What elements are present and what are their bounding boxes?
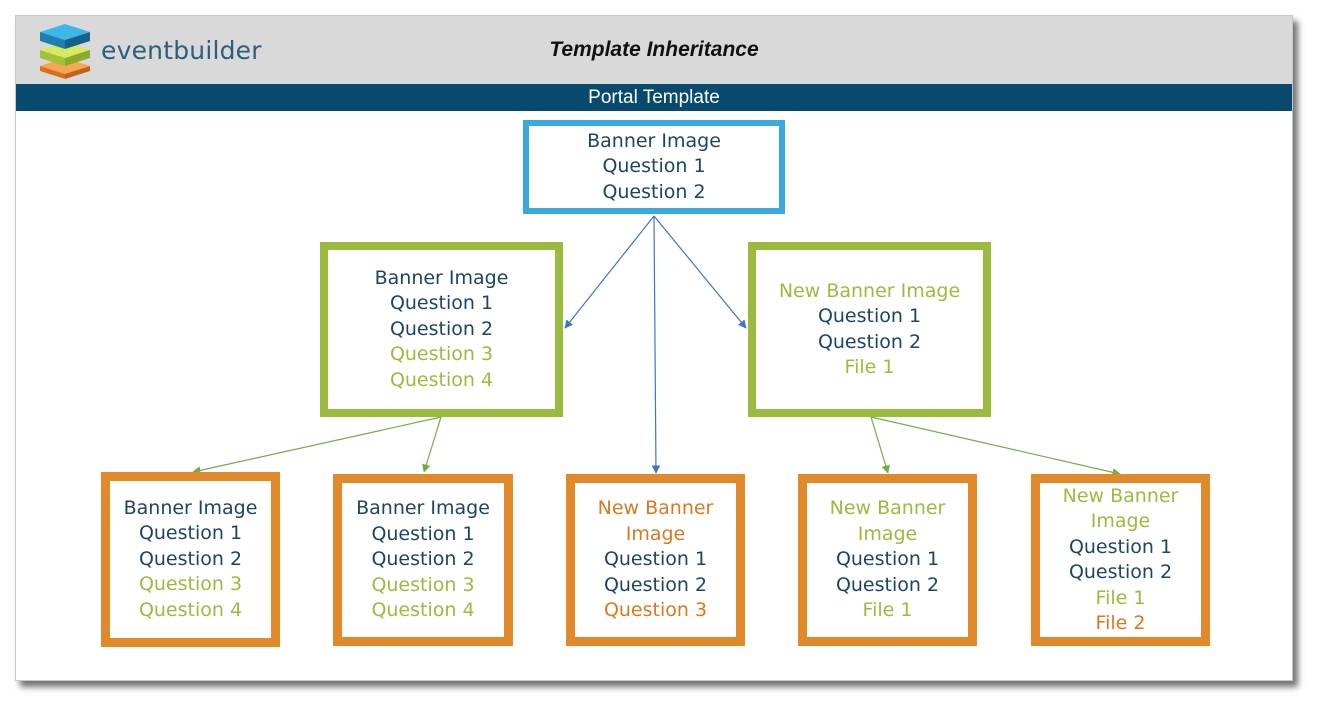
node-mid-right-template: New Banner Image Question 1 Question 2 F… — [748, 242, 991, 417]
node-line: Question 4 — [389, 368, 494, 391]
node-bottom-1-template: Banner Image Question 1 Question 2 Quest… — [101, 472, 280, 647]
node-bottom-2-template: Banner Image Question 1 Question 2 Quest… — [333, 474, 513, 646]
arrow-mid-right-to-bottom-4 — [870, 416, 890, 474]
node-line: Question 2 — [835, 573, 940, 596]
node-bottom-3-template: New Banner Image Question 1 Question 2 Q… — [566, 474, 745, 646]
node-line: Banner Image — [374, 266, 509, 289]
node-line: Question 3 — [389, 343, 494, 366]
node-line: Question 1 — [371, 522, 475, 545]
arrow-portal-to-mid-right — [653, 215, 747, 329]
node-line: Image — [1090, 510, 1151, 532]
node-line: Question 1 — [817, 305, 922, 327]
node-line: Question 3 — [603, 599, 708, 622]
node-line: Question 2 — [389, 317, 494, 340]
node-portal-template: Banner Image Question 1 Question 2 — [523, 120, 785, 214]
node-line: New Banner Image — [778, 279, 961, 302]
node-line: File 1 — [844, 356, 895, 378]
portal-template-bar: Portal Template — [16, 84, 1292, 111]
node-line: Question 1 — [603, 548, 708, 571]
arrow-mid-left-to-bottom-2 — [422, 416, 442, 473]
node-line: Banner Image — [123, 496, 258, 519]
node-line: Question 2 — [371, 548, 475, 571]
node-line: Banner Image — [587, 129, 721, 152]
node-line: Image — [857, 522, 918, 545]
node-line: Question 3 — [138, 573, 243, 596]
brand-name: eventbuilder — [101, 36, 262, 65]
node-line: Banner Image — [356, 497, 490, 520]
arrow-mid-right-to-bottom-5 — [870, 416, 1121, 477]
node-line: Question 2 — [817, 330, 922, 353]
node-line: Question 1 — [835, 548, 940, 571]
node-line: Question 1 — [138, 522, 243, 545]
node-line: Question 2 — [603, 573, 708, 596]
arrow-portal-to-bottom-3 — [651, 215, 661, 474]
node-line: New Banner — [829, 497, 946, 520]
node-line: Question 2 — [138, 547, 243, 570]
node-line: File 1 — [1095, 586, 1146, 609]
node-line: Question 3 — [371, 573, 475, 596]
node-line: File 1 — [862, 599, 913, 622]
node-mid-left-template: Banner Image Question 1 Question 2 Quest… — [320, 242, 563, 417]
node-line: New Banner — [1062, 484, 1179, 507]
node-line: Image — [625, 522, 686, 545]
node-line: Question 2 — [602, 180, 706, 203]
node-line: File 2 — [1095, 612, 1146, 634]
page-title: Template Inheritance — [549, 38, 759, 61]
node-bottom-5-template: New Banner Image Question 1 Question 2 F… — [1031, 474, 1210, 646]
node-line: Question 1 — [389, 292, 494, 315]
node-bottom-4-template: New Banner Image Question 1 Question 2 F… — [798, 474, 977, 646]
arrow-mid-left-to-bottom-1 — [192, 416, 442, 475]
header: eventbuilder Template Inheritance — [16, 16, 1292, 84]
node-line: Question 4 — [138, 598, 243, 621]
arrow-portal-to-mid-left — [564, 215, 655, 329]
node-line: Question 4 — [371, 599, 475, 622]
node-line: Question 2 — [1068, 561, 1173, 583]
node-line: Question 1 — [602, 155, 706, 178]
eventbuilder-logo-icon — [40, 24, 90, 79]
node-line: Question 1 — [1068, 535, 1173, 558]
node-line: New Banner — [597, 497, 714, 520]
